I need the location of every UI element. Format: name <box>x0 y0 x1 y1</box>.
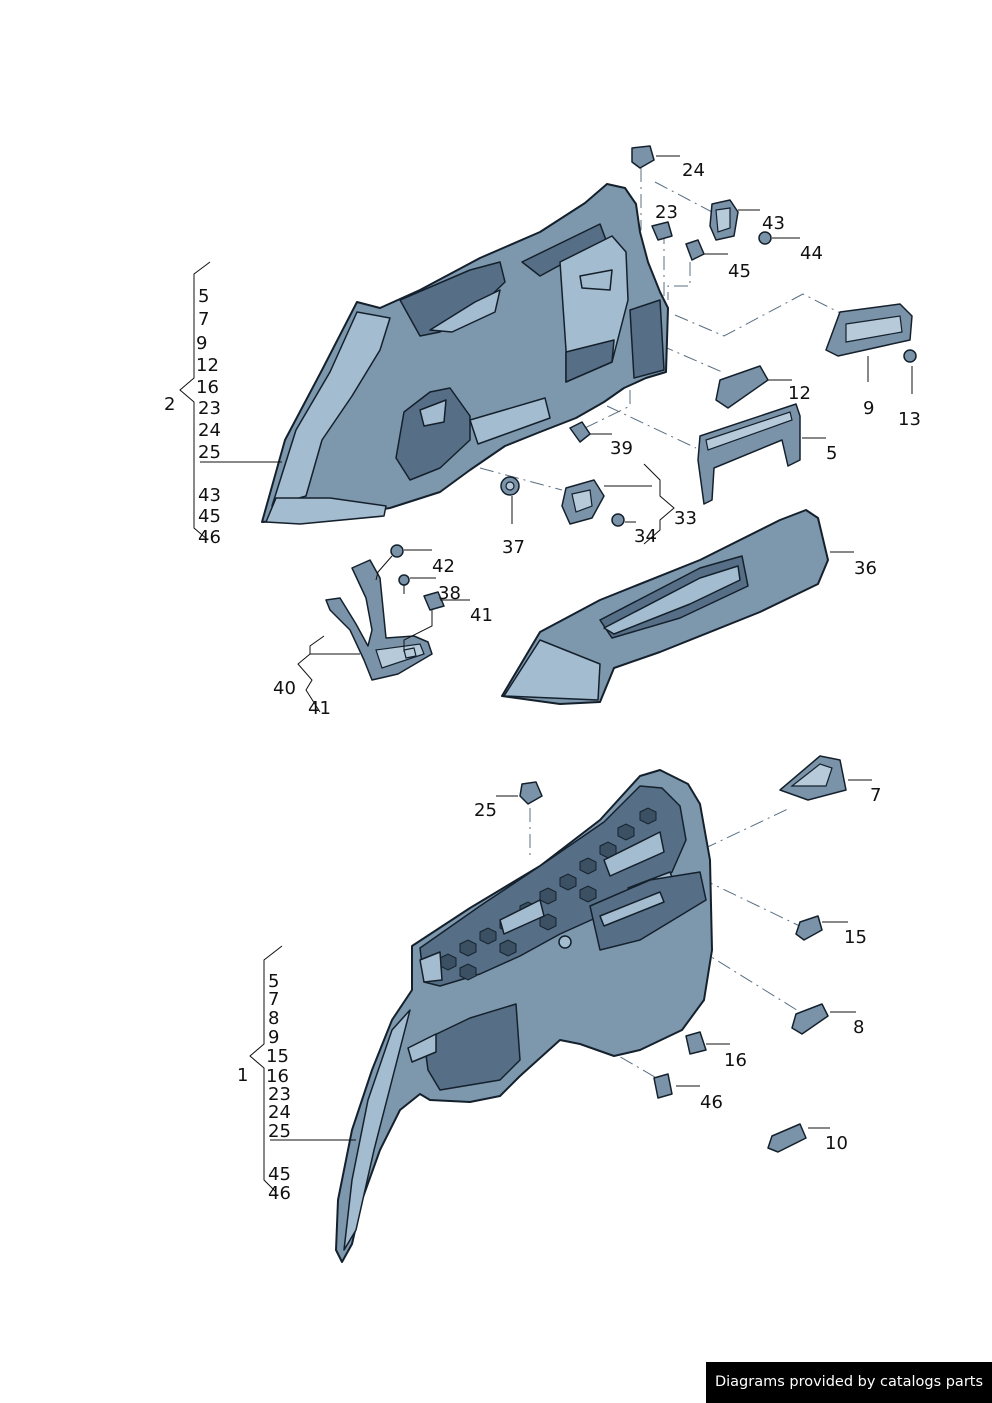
group-2-item: 7 <box>198 309 209 330</box>
trim-5 <box>697 403 826 505</box>
credit-banner: Diagrams provided by catalogs parts <box>706 1362 992 1403</box>
screw-38 <box>398 574 436 594</box>
group-1-item: 9 <box>268 1027 279 1048</box>
group-1-item: 7 <box>268 989 279 1010</box>
fastener-37 <box>500 476 520 524</box>
group-1-item: 5 <box>268 971 279 992</box>
screw-34 <box>611 513 636 527</box>
cover-8 <box>791 1003 856 1035</box>
group-2-item: 46 <box>198 527 221 548</box>
socket-33 <box>561 479 652 525</box>
part-number-labels: 24 23 43 44 45 12 9 13 5 39 37 33 34 36 … <box>273 160 921 1154</box>
grille-9 <box>825 303 913 382</box>
group-1-item: 23 <box>268 1084 291 1105</box>
label-25: 25 <box>474 800 497 821</box>
label-46: 46 <box>700 1092 723 1113</box>
clip-46 <box>653 1073 700 1099</box>
group-1-number: 1 <box>237 1065 248 1086</box>
storage-tray-36 <box>501 509 854 705</box>
cover-15 <box>795 915 848 941</box>
label-8: 8 <box>853 1017 864 1038</box>
group-1-item: 8 <box>268 1008 279 1029</box>
handle-43 <box>709 199 760 241</box>
label-13: 13 <box>898 409 921 430</box>
group-2-item: 25 <box>198 442 221 463</box>
group-1-item: 25 <box>268 1121 291 1142</box>
bracket-40 <box>325 559 433 681</box>
clip-41 <box>403 591 470 652</box>
label-15: 15 <box>844 927 867 948</box>
group-2-item: 9 <box>196 333 207 354</box>
label-12: 12 <box>788 383 811 404</box>
label-44: 44 <box>800 243 823 264</box>
group-1-item: 15 <box>266 1046 289 1067</box>
group-bracket-1 <box>249 945 356 1193</box>
group-2-number: 2 <box>164 394 175 415</box>
label-41: 41 <box>470 605 493 626</box>
group-2-item: 12 <box>196 355 219 376</box>
group-2-list: 2 5 7 9 12 16 23 24 25 43 45 46 <box>164 286 221 548</box>
group-2-item: 16 <box>196 377 219 398</box>
honeycomb-structure <box>439 807 657 981</box>
fastener-39 <box>569 421 612 443</box>
label-42: 42 <box>432 556 455 577</box>
label-33: 33 <box>674 508 697 529</box>
group-2-item: 43 <box>198 485 221 506</box>
fastener-42 <box>375 544 432 581</box>
cover-12 <box>715 365 792 409</box>
label-10: 10 <box>825 1133 848 1154</box>
label-43: 43 <box>762 213 785 234</box>
label-39: 39 <box>610 438 633 459</box>
group-1-item: 16 <box>266 1066 289 1087</box>
label-36: 36 <box>854 558 877 579</box>
label-45: 45 <box>728 261 751 282</box>
label-7: 7 <box>870 785 881 806</box>
label-23: 23 <box>655 202 678 223</box>
label-5: 5 <box>826 443 837 464</box>
group-2-item: 45 <box>198 506 221 527</box>
clip-16 <box>685 1031 730 1055</box>
grille-7 <box>779 755 872 801</box>
label-24: 24 <box>682 160 705 181</box>
clip-23 <box>651 221 673 241</box>
label-41-group: 41 <box>308 698 331 719</box>
group-2-item: 23 <box>198 398 221 419</box>
group-bracket-2 <box>179 261 282 541</box>
label-38: 38 <box>438 583 461 604</box>
label-9: 9 <box>863 398 874 419</box>
label-37: 37 <box>502 537 525 558</box>
label-34: 34 <box>634 526 657 547</box>
screw-44 <box>758 231 800 245</box>
group-1-item: 24 <box>268 1102 291 1123</box>
label-16: 16 <box>724 1050 747 1071</box>
assembly-lines-upper <box>479 168 851 491</box>
clip-45 <box>685 239 728 261</box>
group-bracket-33 <box>643 463 675 545</box>
group-bracket-40 <box>297 635 325 713</box>
clip-25 <box>496 781 543 805</box>
left-side-trim-panel-lower <box>335 769 713 1263</box>
group-2-item: 24 <box>198 420 221 441</box>
left-side-trim-panel-upper <box>261 183 669 525</box>
cover-10 <box>767 1123 830 1153</box>
group-1-list: 1 5 7 8 9 15 16 23 24 25 45 46 <box>237 971 291 1204</box>
clip-24 <box>631 145 680 169</box>
group-1-item: 45 <box>268 1164 291 1185</box>
group-2-item: 5 <box>198 286 209 307</box>
screw-13 <box>903 349 917 394</box>
label-40: 40 <box>273 678 296 699</box>
group-1-item: 46 <box>268 1183 291 1204</box>
